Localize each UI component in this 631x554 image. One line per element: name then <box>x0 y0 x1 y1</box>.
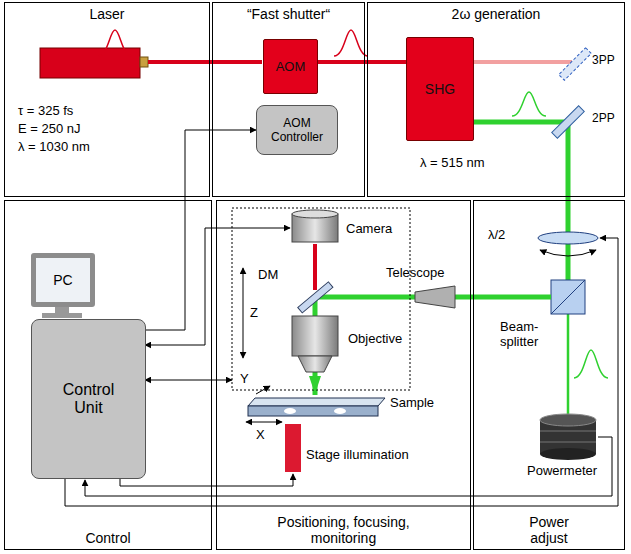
panel-heading-holder: 2ω generation <box>368 6 624 22</box>
part-label: Objective <box>348 332 402 347</box>
part-label: Sample <box>390 396 434 411</box>
section-panel: Control PC Control Unit <box>4 200 212 550</box>
section-panel: 2ω generationSHG <box>367 2 625 197</box>
mirror-3pp <box>559 48 592 81</box>
focused-beam <box>309 376 321 394</box>
device-box: Control Unit <box>31 319 146 479</box>
device-label: SHG <box>425 81 455 97</box>
panel-heading-holder: “Fast shutter“ <box>213 6 364 22</box>
computer-monitor: PC <box>31 253 95 307</box>
device-box: AOM Controller <box>256 105 338 155</box>
panel-heading-holder: Control <box>5 530 211 546</box>
residual-beam <box>473 60 572 64</box>
part-label: Powermeter <box>527 464 597 479</box>
moving-z-assembly <box>232 208 410 390</box>
part-label: λ/2 <box>488 228 505 243</box>
section-heading: 2ω generation <box>368 6 624 22</box>
section-panel: Power adjust <box>473 200 625 550</box>
part-label: τ = 325 fs <box>18 104 73 119</box>
green-beam <box>566 122 571 297</box>
device-label: Control Unit <box>54 381 124 417</box>
panel-heading-holder: Power adjust <box>474 514 624 546</box>
half-wave-plate <box>538 232 598 244</box>
device-label: PC <box>53 272 72 288</box>
pulse-symbol <box>512 92 546 116</box>
panel-heading-holder: Laser <box>5 6 209 22</box>
section-heading: Laser <box>5 6 209 22</box>
part-label: Camera <box>346 222 392 237</box>
device-box: AOM <box>263 39 318 94</box>
x-axis-arrow <box>246 422 282 423</box>
section-heading: Power adjust <box>514 514 584 546</box>
beam-splitter-cube <box>551 280 585 314</box>
part-label: Y <box>240 372 249 387</box>
powermeter-wire <box>85 437 612 496</box>
laser-beam <box>148 60 262 64</box>
telescope <box>415 286 455 308</box>
part-label: 3PP <box>592 54 615 68</box>
panel-heading-holder: Positioning, focusing, monitoring <box>217 514 470 546</box>
section-panel: Laser <box>4 2 210 197</box>
part-label: Stage illumination <box>306 448 409 463</box>
rotation-arrow <box>540 250 596 256</box>
section-heading: “Fast shutter“ <box>213 6 364 22</box>
green-beam <box>567 297 570 418</box>
part-label: Telescope <box>386 266 445 281</box>
camera-wire <box>145 228 290 345</box>
waveplate-wire <box>65 238 618 506</box>
section-heading: Positioning, focusing, monitoring <box>254 514 434 546</box>
part-label: 2PP <box>592 112 615 126</box>
pulse-symbol <box>334 30 368 56</box>
mirror-2pp <box>552 106 585 139</box>
fiber-connector <box>140 57 148 67</box>
part-label: DM <box>258 268 278 283</box>
sample-stage <box>248 398 385 416</box>
powermeter <box>540 414 596 460</box>
part-label: Z <box>250 306 258 321</box>
beam-splitter-face <box>551 280 585 314</box>
section-panel: “Fast shutter“ AOM AOM Controller <box>212 2 365 197</box>
camera <box>292 210 338 242</box>
section-panel: Positioning, focusing, monitoring <box>216 200 471 550</box>
laser-beam <box>318 60 406 64</box>
pulse-symbol <box>574 350 608 378</box>
device-label: AOM <box>276 59 306 74</box>
pc-stand <box>42 313 82 318</box>
dichroic-mirror <box>298 282 333 313</box>
green-beam <box>473 120 568 125</box>
device-box: SHG <box>406 37 474 141</box>
z-axis-arrow <box>243 268 244 358</box>
control-wire <box>146 130 256 330</box>
part-label: X <box>256 428 265 443</box>
part-label: λ = 1030 nm <box>18 140 90 155</box>
part-label: E = 250 nJ <box>18 122 81 137</box>
z-drive-wire <box>145 380 232 381</box>
illumination-wire <box>120 474 293 486</box>
part-label: λ = 515 nm <box>420 156 485 171</box>
y-axis-arrow <box>256 386 270 394</box>
pulse-symbol <box>98 30 132 56</box>
section-heading: Control <box>5 530 211 546</box>
device-label: AOM Controller <box>257 116 337 144</box>
imaging-light <box>313 244 317 290</box>
laser-device <box>40 48 140 78</box>
part-label: Beam-splitter <box>500 320 560 350</box>
stage-illumination-light <box>285 424 301 472</box>
objective <box>292 316 338 372</box>
